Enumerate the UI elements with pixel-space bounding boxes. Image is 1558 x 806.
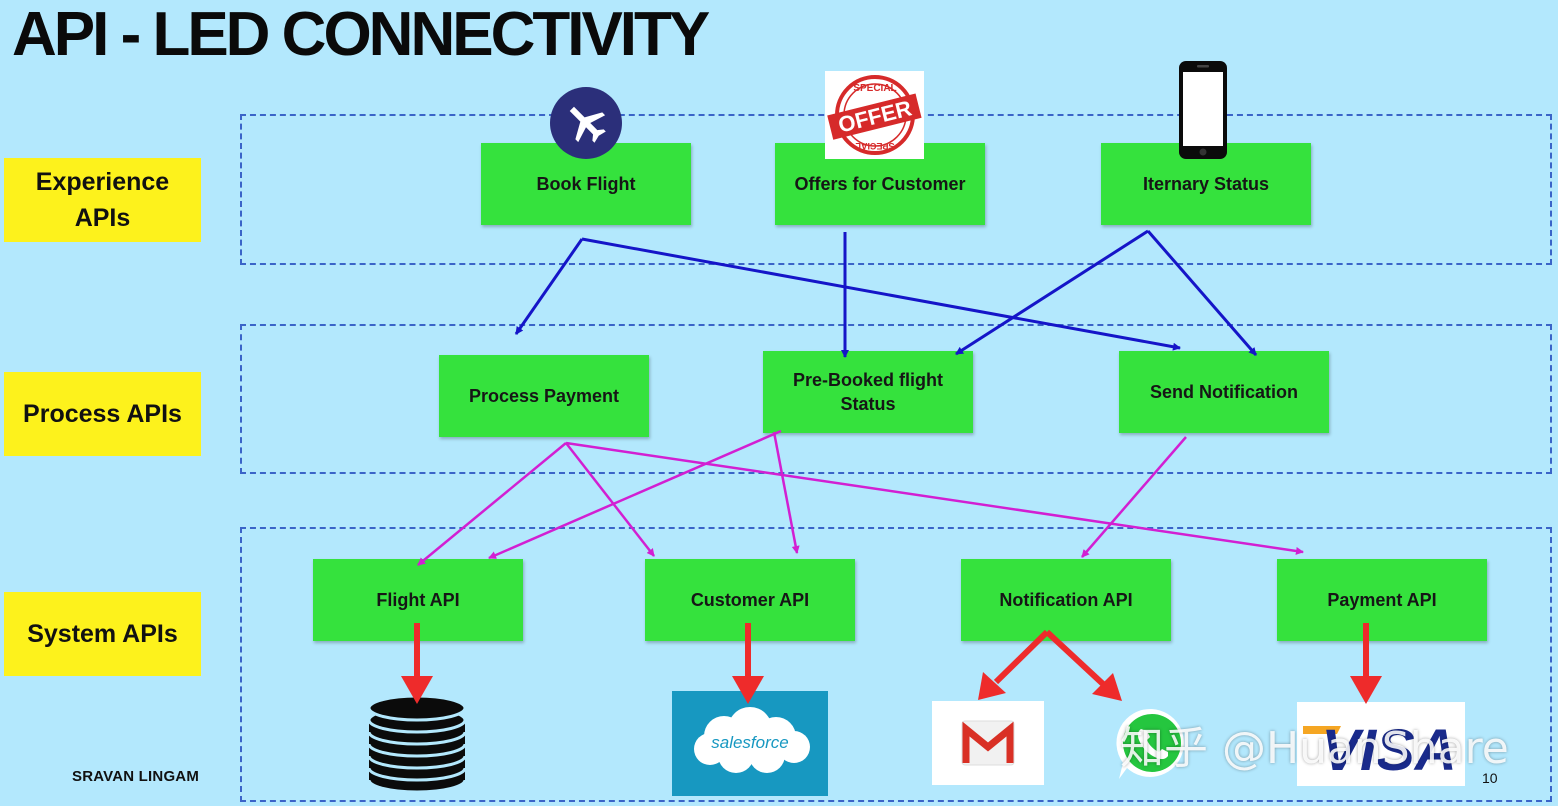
arrow-prebooked-to-customer-api bbox=[772, 431, 800, 554]
svg-text:SPECIAL: SPECIAL bbox=[855, 141, 895, 151]
salesforce-logo: salesforce bbox=[672, 691, 828, 796]
salesforce-text: salesforce bbox=[711, 733, 788, 752]
experience-apis-label: Experience APIs bbox=[4, 158, 201, 242]
page-title: API - LED CONNECTIVITY bbox=[12, 0, 710, 69]
process-payment-node: Process Payment bbox=[439, 355, 649, 437]
send-notification-node: Send Notification bbox=[1119, 351, 1329, 433]
arrow-notification-api-to-gmail bbox=[993, 629, 1050, 685]
visa-logo: VISA bbox=[1297, 702, 1465, 786]
offer-stamp-icon: SPECIAL OFFER SPECIAL bbox=[825, 71, 924, 159]
arrow-process-payment-to-payment-api bbox=[565, 441, 1304, 555]
author-name: SRAVAN LINGAM bbox=[72, 768, 200, 785]
prebooked-flight-status-node: Pre-Booked flight Status bbox=[763, 351, 973, 433]
system-apis-label: System APIs bbox=[4, 592, 201, 676]
book-flight-node: Book Flight bbox=[481, 143, 691, 225]
arrow-prebooked-to-flight-api bbox=[488, 429, 782, 560]
offer-special-text: SPECIAL bbox=[853, 83, 896, 94]
arrow-send-notification-to-notification-api bbox=[1081, 436, 1187, 558]
gmail-logo bbox=[932, 701, 1044, 785]
arrow-process-payment-to-flight-api bbox=[417, 442, 567, 566]
airplane-icon bbox=[549, 86, 623, 160]
system-tier-container bbox=[240, 527, 1552, 802]
process-apis-label: Process APIs bbox=[4, 372, 201, 456]
arrow-book-flight-to-send-notification bbox=[581, 237, 1181, 351]
arrow-itinerary-to-prebooked bbox=[955, 229, 1149, 356]
visa-text: VISA bbox=[1321, 718, 1456, 783]
database-icon bbox=[367, 694, 468, 794]
arrow-process-payment-to-customer-api bbox=[565, 442, 655, 557]
smartphone-icon bbox=[1178, 60, 1228, 160]
page-number: 10 bbox=[1482, 770, 1498, 786]
watermark-text: 知乎 @HuanShare bbox=[1120, 723, 1509, 774]
notification-api-node: Notification API bbox=[961, 559, 1171, 641]
process-tier-container bbox=[240, 324, 1552, 474]
payment-api-node: Payment API bbox=[1277, 559, 1487, 641]
whatsapp-logo bbox=[1113, 705, 1191, 783]
arrow-book-flight-to-process-payment bbox=[514, 238, 584, 335]
arrow-itinerary-to-send-notification bbox=[1146, 230, 1258, 356]
arrow-notification-api-to-whatsapp bbox=[1044, 629, 1106, 687]
